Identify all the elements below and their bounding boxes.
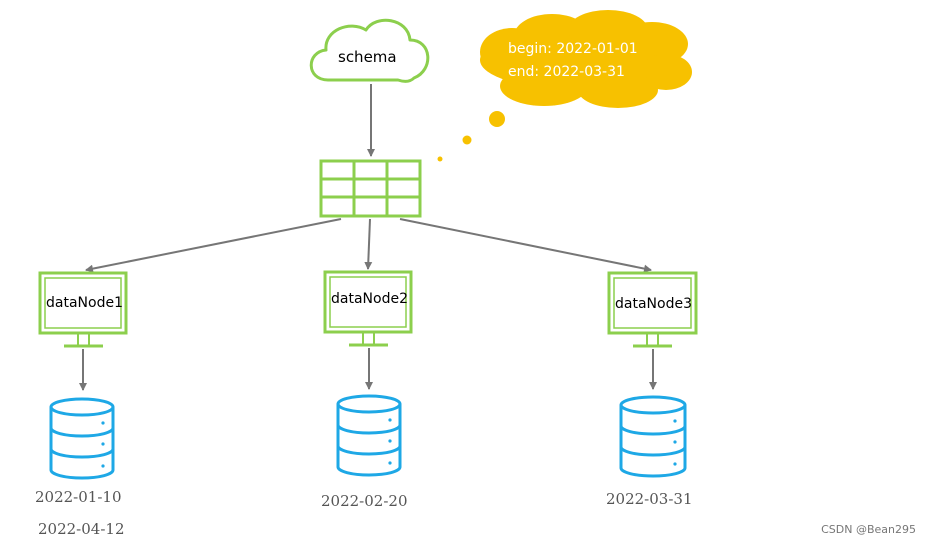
table-icon	[319, 159, 422, 218]
datanode1-label: dataNode1	[46, 295, 123, 311]
database-icon	[49, 397, 115, 480]
node1-date-2: 2022-04-12	[38, 520, 125, 538]
end-date-label: end: 2022-03-31	[508, 64, 625, 80]
begin-date-label: begin: 2022-01-01	[508, 41, 638, 57]
datanode2-label: dataNode2	[331, 291, 408, 307]
arrow-table-to-node1	[85, 218, 342, 273]
node3-date-1: 2022-03-31	[606, 490, 693, 508]
node1-date-1: 2022-01-10	[35, 488, 122, 506]
schema-label: schema	[338, 48, 397, 66]
thought-dot-small	[437, 156, 443, 162]
arrow-table-to-node2	[364, 218, 373, 270]
datanode3-label: dataNode3	[615, 296, 692, 312]
monitor-icon	[323, 270, 413, 347]
thought-dot-large	[489, 111, 505, 127]
cloud-icon	[309, 18, 430, 83]
thought-dot-medium	[462, 135, 472, 145]
monitor-icon	[607, 271, 698, 348]
database-icon	[336, 394, 402, 477]
thought-bubble	[437, 10, 692, 162]
node2-date-1: 2022-02-20	[321, 492, 408, 510]
database-icon	[619, 395, 687, 478]
arrow-table-to-node3	[399, 218, 652, 273]
watermark: CSDN @Bean295	[821, 523, 916, 536]
monitor-icon	[38, 271, 128, 348]
